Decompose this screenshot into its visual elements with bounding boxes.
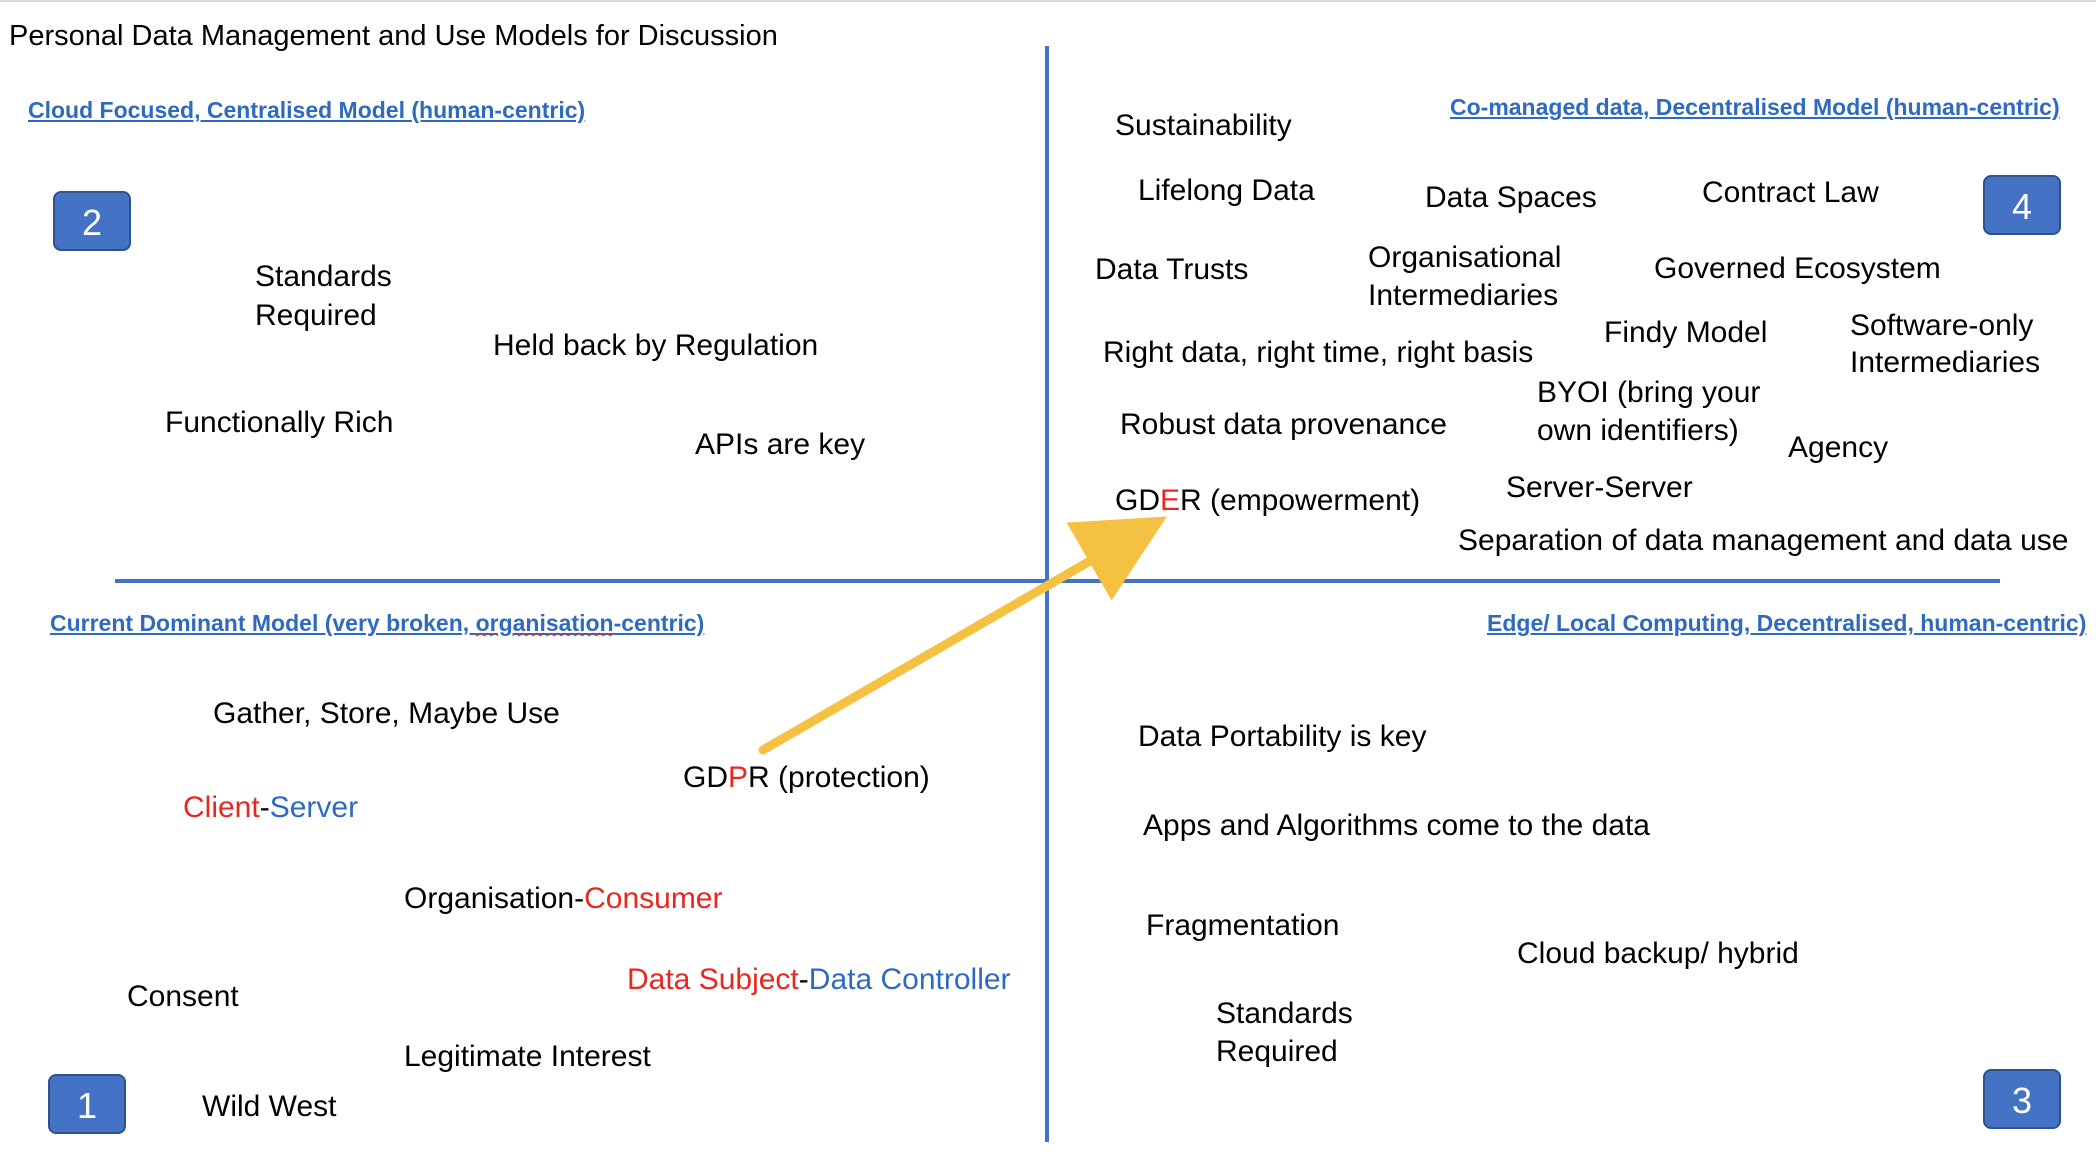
page-title: Personal Data Management and Use Models … (9, 20, 778, 52)
client-server-label: Client-Server (183, 791, 359, 824)
q3-heading: Edge/ Local Computing, Decentralised, hu… (1487, 610, 2087, 636)
q4-item: BYOI (bring your (1537, 376, 1761, 409)
q2-item: APIs are key (695, 428, 866, 461)
q4-item: Agency (1788, 431, 1889, 464)
organisation-consumer-label: Organisation-Consumer (404, 882, 723, 915)
q4-item: Right data, right time, right basis (1103, 336, 1534, 369)
top-border (0, 0, 2096, 2)
q4-item: Software-only (1850, 309, 2034, 342)
q3-item: Standards (1216, 997, 1353, 1030)
q2-item: Standards (255, 260, 392, 293)
q4-item: Intermediaries (1368, 279, 1559, 312)
q1-badge: 1 (48, 1074, 126, 1134)
gdpr-to-gder-arrow (758, 516, 1167, 755)
q4-item: Separation of data management and data u… (1458, 524, 2069, 557)
q4-item: Organisational (1368, 241, 1562, 274)
q3-item: Fragmentation (1146, 909, 1340, 942)
q4-item: Server-Server (1506, 471, 1693, 504)
q4-item: Governed Ecosystem (1654, 252, 1941, 285)
q4-item: Findy Model (1604, 316, 1768, 349)
q1-item: Legitimate Interest (404, 1040, 651, 1073)
q2-item: Held back by Regulation (493, 329, 819, 362)
q1-item: Wild West (202, 1090, 337, 1123)
q2-item: Required (255, 299, 377, 332)
q4-item: Contract Law (1702, 176, 1879, 209)
q3-item: Cloud backup/ hybrid (1517, 937, 1799, 970)
gder-label: GDER (empowerment) (1115, 484, 1421, 517)
q3-item: Apps and Algorithms come to the data (1143, 809, 1650, 842)
q4-item: Data Trusts (1095, 253, 1249, 286)
gdpr-label: GDPR (protection) (683, 761, 930, 794)
q3-item: Required (1216, 1035, 1338, 1068)
q4-item: Sustainability (1115, 109, 1292, 142)
data-subject-controller-label: Data Subject-Data Controller (627, 963, 1011, 996)
q4-heading: Co-managed data, Decentralised Model (hu… (1450, 94, 2060, 120)
q4-item: Intermediaries (1850, 346, 2041, 379)
q3-item: Data Portability is key (1138, 720, 1427, 753)
q1-item: Gather, Store, Maybe Use (213, 697, 560, 730)
q3-badge: 3 (1983, 1069, 2061, 1129)
q4-item: Lifelong Data (1138, 174, 1315, 207)
q4-item: Data Spaces (1425, 181, 1597, 214)
q4-item: own identifiers) (1537, 414, 1739, 447)
q2-item: Functionally Rich (165, 406, 394, 439)
q1-heading: Current Dominant Model (very broken, org… (50, 610, 705, 636)
q2-heading: Cloud Focused, Centralised Model (human-… (28, 97, 586, 123)
q4-item: Robust data provenance (1120, 408, 1447, 441)
q1-item: Consent (127, 980, 239, 1013)
q4-badge: 4 (1983, 175, 2061, 235)
q2-badge: 2 (53, 191, 131, 251)
